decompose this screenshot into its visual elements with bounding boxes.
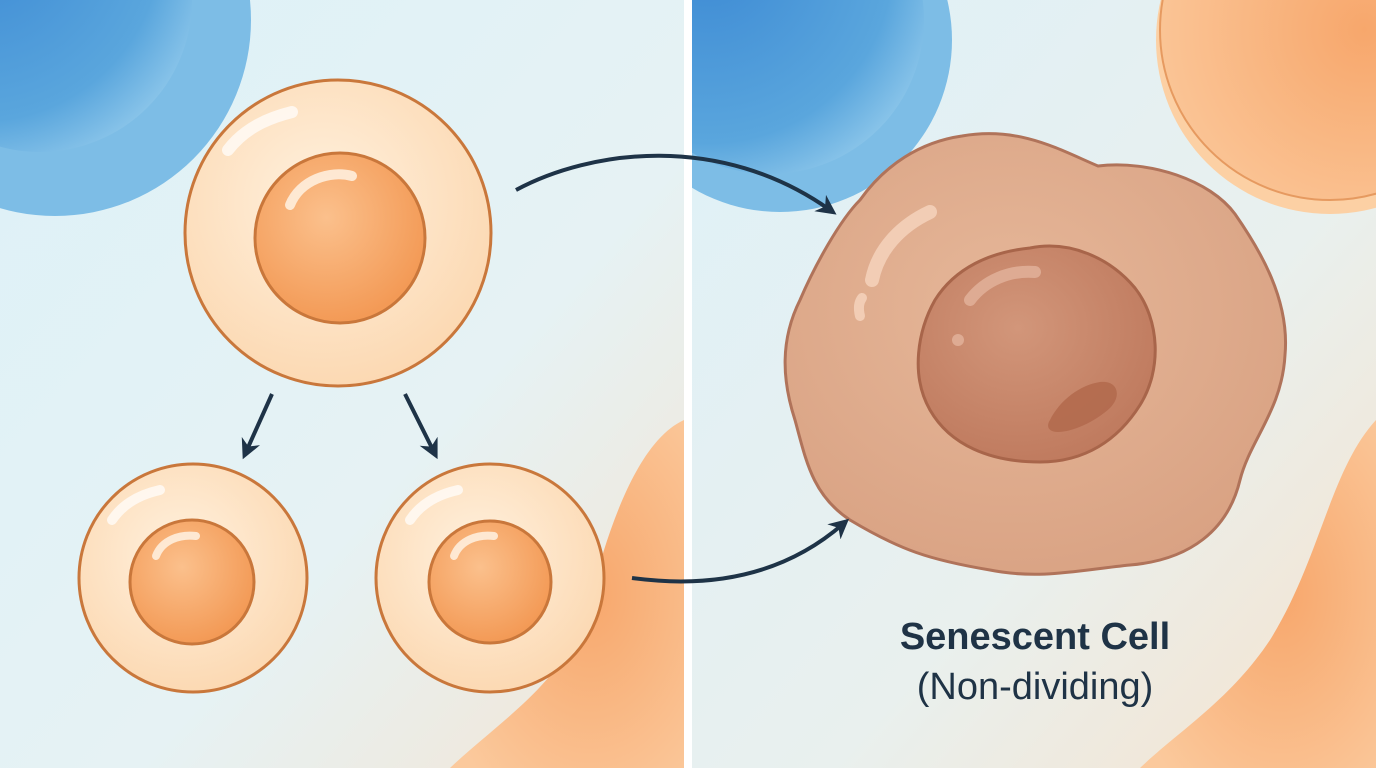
division-arrow-right [403,393,438,460]
transition-arrow-top [515,153,837,215]
senescent-cell-label: Senescent Cell [899,616,1171,658]
non-dividing-label: (Non-dividing) [916,666,1154,708]
right-panel [692,0,1376,768]
panel-divider [684,0,692,768]
division-arrow-left [241,393,274,460]
left-panel [0,0,684,768]
senescent-nucleus [916,244,1157,464]
daughter-cell-right [374,462,606,694]
daughter-cell-left [77,462,309,694]
blue-cell-blob [0,0,192,152]
blue-cell-blob-right [692,0,924,174]
senescent-cell [783,132,1288,576]
orange-cell-blob-top [1159,0,1376,201]
parent-healthy-cell [183,78,493,388]
transition-arrow-bottom [631,518,850,584]
nuclear-focus [1048,381,1117,432]
orange-cell-blob-bottom [1140,420,1376,768]
orange-cell-blob [450,420,684,768]
